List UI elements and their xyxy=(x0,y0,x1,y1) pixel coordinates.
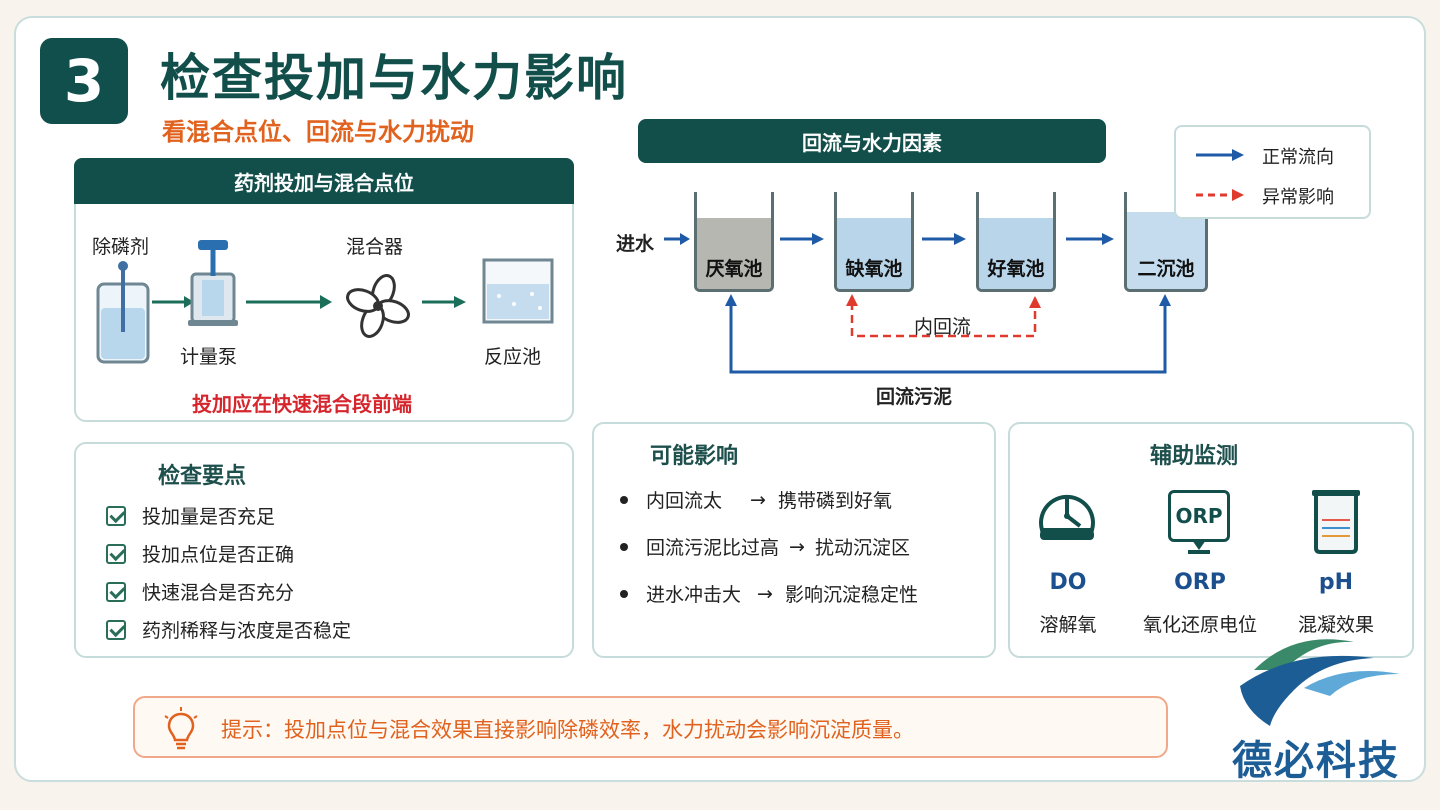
impacts-panel xyxy=(592,422,996,658)
chemical-beaker-icon xyxy=(96,261,150,364)
tank-label: 好氧池 xyxy=(987,258,1045,280)
flow-legend: 正常流向 异常影响 xyxy=(1174,125,1371,219)
arrow-right-icon: → xyxy=(789,535,805,558)
tank-label: 厌氧池 xyxy=(705,258,763,280)
tank-label: 二沉池 xyxy=(1137,258,1195,280)
checkbox-checked-icon xyxy=(106,619,126,640)
checklist-item-label: 药剂稀释与浓度是否稳定 xyxy=(142,620,352,642)
dosing-panel-title: 药剂投加与混合点位 xyxy=(74,158,574,204)
brand-logo-icon xyxy=(1240,639,1400,726)
impact-cause: 内回流太 xyxy=(646,490,723,512)
reactor-label: 反应池 xyxy=(484,346,542,368)
checklist-item: 快速混合是否充分 xyxy=(106,578,294,605)
chemical-label: 除磷剂 xyxy=(92,236,150,258)
arrow-icon xyxy=(152,296,194,308)
clock-icon xyxy=(1039,494,1095,540)
tank-anoxic: 缺氧池 xyxy=(834,192,914,292)
step-number-badge: 3 xyxy=(40,38,128,124)
arrow-icon xyxy=(1066,233,1114,245)
page-title: 检查投加与水力影响 xyxy=(160,49,628,107)
checkbox-checked-icon xyxy=(106,581,126,602)
monitoring-title: 辅助监测 xyxy=(1150,444,1239,469)
legend-normal-label: 正常流向 xyxy=(1262,147,1334,168)
tank-anaerobic: 厌氧池 xyxy=(694,192,774,292)
legend-swatches xyxy=(1196,149,1244,201)
impact-effect: 扰动沉淀区 xyxy=(814,537,910,559)
orp-monitor-screen-text: ORP xyxy=(1175,504,1223,528)
checklist-item: 投加量是否充足 xyxy=(106,502,275,529)
mixer-fan-icon xyxy=(346,274,410,338)
arrow-right-icon: → xyxy=(750,488,766,511)
impact-effect: 影响沉淀稳定性 xyxy=(784,584,918,606)
dosing-diagram xyxy=(96,240,554,364)
bullet-icon xyxy=(620,589,628,598)
metering-pump-icon xyxy=(188,240,238,326)
step-number: 3 xyxy=(63,47,105,115)
checklist-title: 检查要点 xyxy=(158,464,247,489)
bullet-icon xyxy=(620,542,628,551)
monitor-code-orp: ORP xyxy=(1174,570,1226,595)
impact-item: 回流污泥比过高 → 扰动沉淀区 xyxy=(620,533,910,560)
internal-recycle-label: 内回流 xyxy=(914,316,972,338)
inlet-label: 进水 xyxy=(616,233,655,255)
checklist-panel xyxy=(74,442,574,658)
arrow-icon xyxy=(922,233,966,245)
checkbox-checked-icon xyxy=(106,505,126,526)
arrow-icon xyxy=(664,233,690,245)
monitor-code-do: DO xyxy=(1049,570,1087,595)
orp-monitor-icon: ORP xyxy=(1168,490,1230,542)
orp-monitor-stand xyxy=(1188,540,1210,554)
dosing-note: 投加应在快速混合段前端 xyxy=(192,392,412,416)
legend-abnormal-label: 异常影响 xyxy=(1262,187,1334,208)
flow-panel-title: 回流与水力因素 xyxy=(638,119,1106,163)
monitor-code-ph: pH xyxy=(1318,570,1354,595)
reactor-tank-icon xyxy=(482,258,554,324)
page-subtitle: 看混合点位、回流与水力扰动 xyxy=(162,118,474,146)
impacts-title: 可能影响 xyxy=(650,444,739,469)
pump-label: 计量泵 xyxy=(180,346,238,368)
monitor-name-ph: 混凝效果 xyxy=(1297,614,1374,636)
sludge-return-arrow xyxy=(725,294,1171,374)
arrow-icon xyxy=(780,233,824,245)
monitor-name-orp: 氧化还原电位 xyxy=(1142,614,1257,636)
lightbulb-icon xyxy=(164,707,198,750)
impact-effect: 携带磷到好氧 xyxy=(777,490,892,512)
checklist-item-label: 快速混合是否充分 xyxy=(142,582,295,604)
sludge-return-label: 回流污泥 xyxy=(876,386,953,408)
impact-item: 内回流太 → 携带磷到好氧 xyxy=(620,486,892,513)
bullet-icon xyxy=(620,495,628,504)
monitor-name-do: 溶解氧 xyxy=(1039,614,1097,636)
impact-cause: 回流污泥比过高 xyxy=(646,537,780,559)
flow-arrows xyxy=(664,233,1171,374)
tip-banner: 提示：投加点位与混合效果直接影响除磷效率，水力扰动会影响沉淀质量。 xyxy=(133,696,1168,758)
impact-item: 进水冲击大 → 影响沉淀稳定性 xyxy=(620,580,918,607)
checklist-item: 药剂稀释与浓度是否稳定 xyxy=(106,616,351,643)
brand-name: 德必科技 xyxy=(1232,738,1400,784)
tip-text: 提示：投加点位与混合效果直接影响除磷效率，水力扰动会影响沉淀质量。 xyxy=(221,718,914,742)
impact-cause: 进水冲击大 xyxy=(646,584,742,606)
arrow-icon xyxy=(422,296,466,308)
checklist-item: 投加点位是否正确 xyxy=(106,540,294,567)
tank-label: 缺氧池 xyxy=(845,258,903,280)
checkbox-checked-icon xyxy=(106,543,126,564)
arrow-icon xyxy=(246,295,332,309)
beaker-icon xyxy=(1312,490,1360,554)
tank-secondary-clarifier: 二沉池 xyxy=(1124,192,1208,292)
tank-aerobic: 好氧池 xyxy=(976,192,1056,292)
checklist-item-label: 投加量是否充足 xyxy=(142,506,276,528)
internal-recycle-dashed-arrow xyxy=(846,294,1041,338)
checklist-item-label: 投加点位是否正确 xyxy=(142,544,295,566)
mixer-label: 混合器 xyxy=(346,236,404,258)
arrow-right-icon: → xyxy=(757,582,773,605)
